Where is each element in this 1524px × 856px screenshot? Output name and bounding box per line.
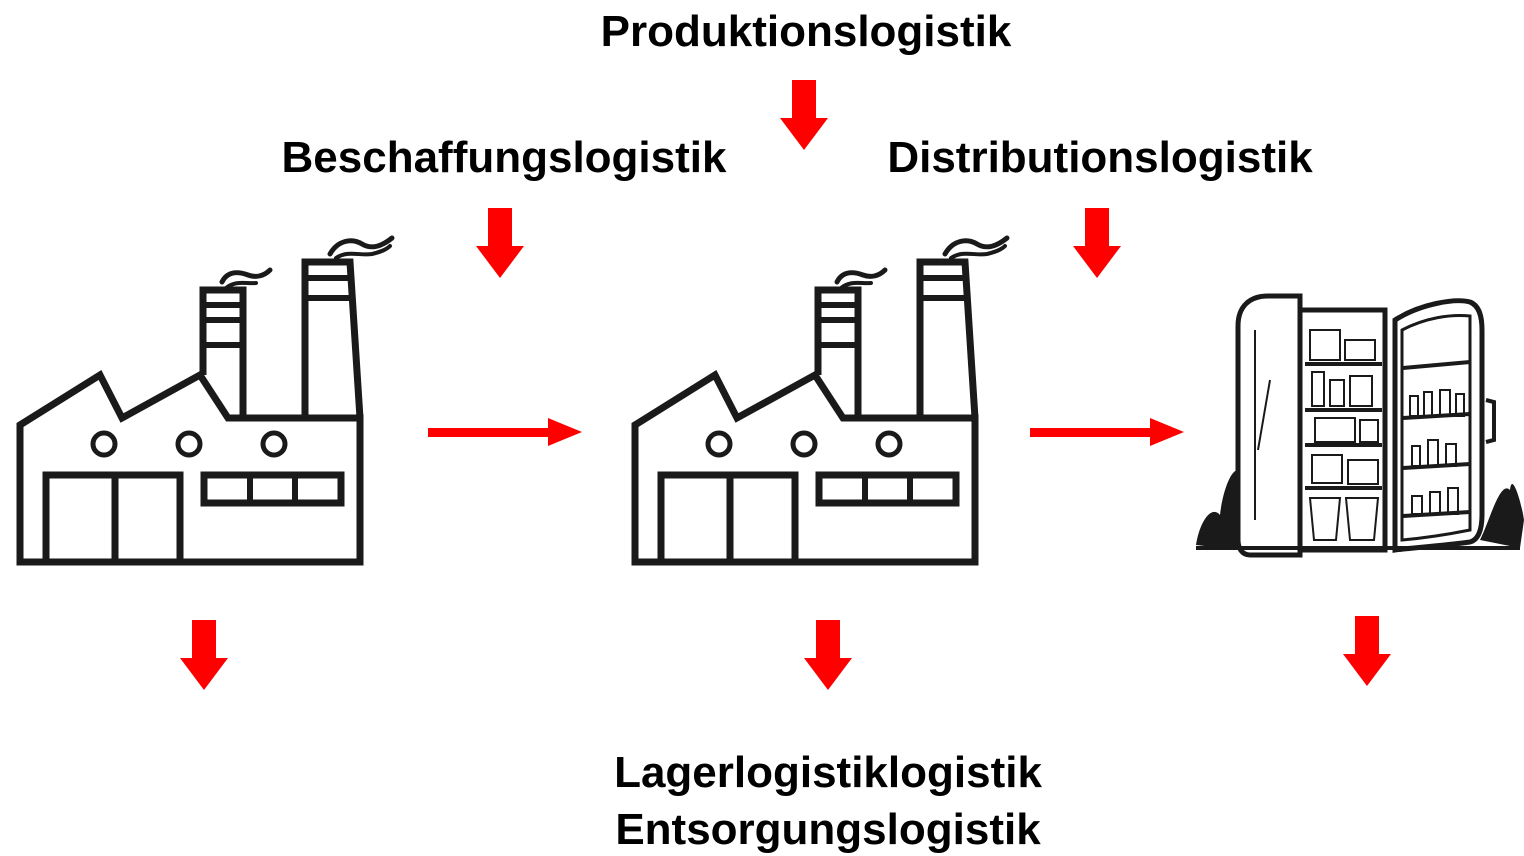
factory-icon — [20, 238, 392, 562]
arrow-right-1 — [428, 418, 582, 446]
arrow-down-distribution — [1073, 208, 1121, 278]
entsorgungslogistik-label: Entsorgungslogistik — [615, 805, 1041, 854]
arrow-right-2 — [1030, 418, 1184, 446]
distributionslogistik-label: Distributionslogistik — [887, 133, 1313, 182]
arrow-down-refrigerator — [1343, 616, 1391, 686]
factory-icon — [635, 238, 1007, 562]
produktionslogistik-label: Produktionslogistik — [600, 7, 1012, 56]
arrow-down-beschaffung — [476, 208, 524, 278]
arrow-down-produktion — [780, 80, 828, 150]
beschaffungslogistik-label: Beschaffungslogistik — [281, 133, 727, 182]
refrigerator-icon — [1196, 293, 1524, 558]
lagerlogistik-label: Lagerlogistiklogistik — [614, 748, 1042, 797]
arrow-down-factory-1 — [180, 620, 228, 690]
arrow-down-factory-2 — [804, 620, 852, 690]
